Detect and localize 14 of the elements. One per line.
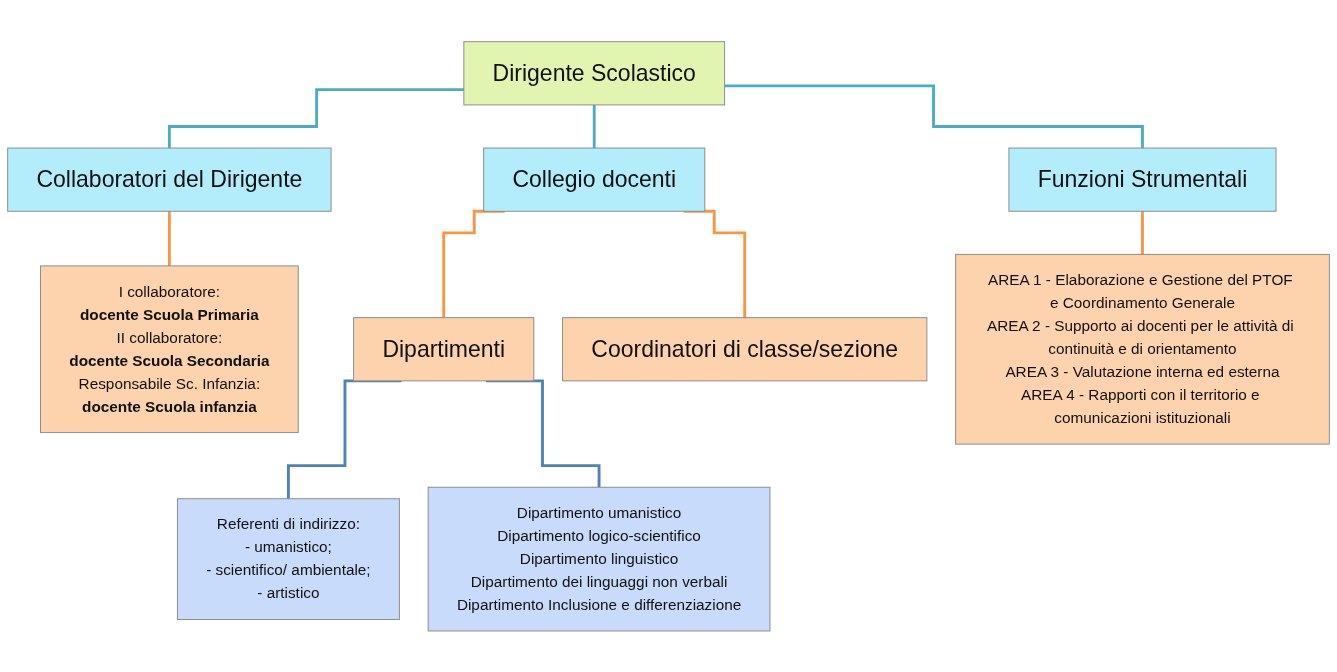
node-box: Funzioni Strumentali bbox=[1008, 147, 1277, 212]
node-box: Coordinatori di classe/sezione bbox=[562, 316, 928, 382]
node-box: Collaboratori del Dirigente bbox=[7, 147, 332, 212]
connector bbox=[683, 209, 747, 319]
connector bbox=[167, 209, 171, 267]
connector bbox=[442, 209, 505, 319]
node-box: AREA 1 - Elaborazione e Gestione del PTOF e Coordinamento Generale AREA 2 - Supporto ai docenti per le attività di continuità e di orientamento AREA 3 - Valutazione interna ed esterna AREA 4 - Rapporti con il territorio e comunicazioni istituzionali bbox=[955, 253, 1330, 445]
node-box: Referenti di indirizzo: - umanistico; - scientifico/ ambientale; - artistico bbox=[176, 497, 400, 620]
node-box: Collegio docenti bbox=[483, 147, 706, 212]
node-box: Dipartimento umanistico Dipartimento logico-scientifico Dipartimento linguistico Dipartimento dei linguaggi non verbali Dipartimento Inclusione e differenziazione bbox=[427, 486, 771, 632]
node-box: Dirigente Scolastico bbox=[463, 40, 726, 106]
node-box: Dipartimenti bbox=[353, 316, 535, 382]
node-box: I collaboratore: docente Scuola Primaria II collaboratore: docente Scuola Secondaria Responsabile Sc. Infanzia: docente Scuola infanzia bbox=[40, 265, 299, 433]
connector bbox=[1141, 209, 1144, 256]
